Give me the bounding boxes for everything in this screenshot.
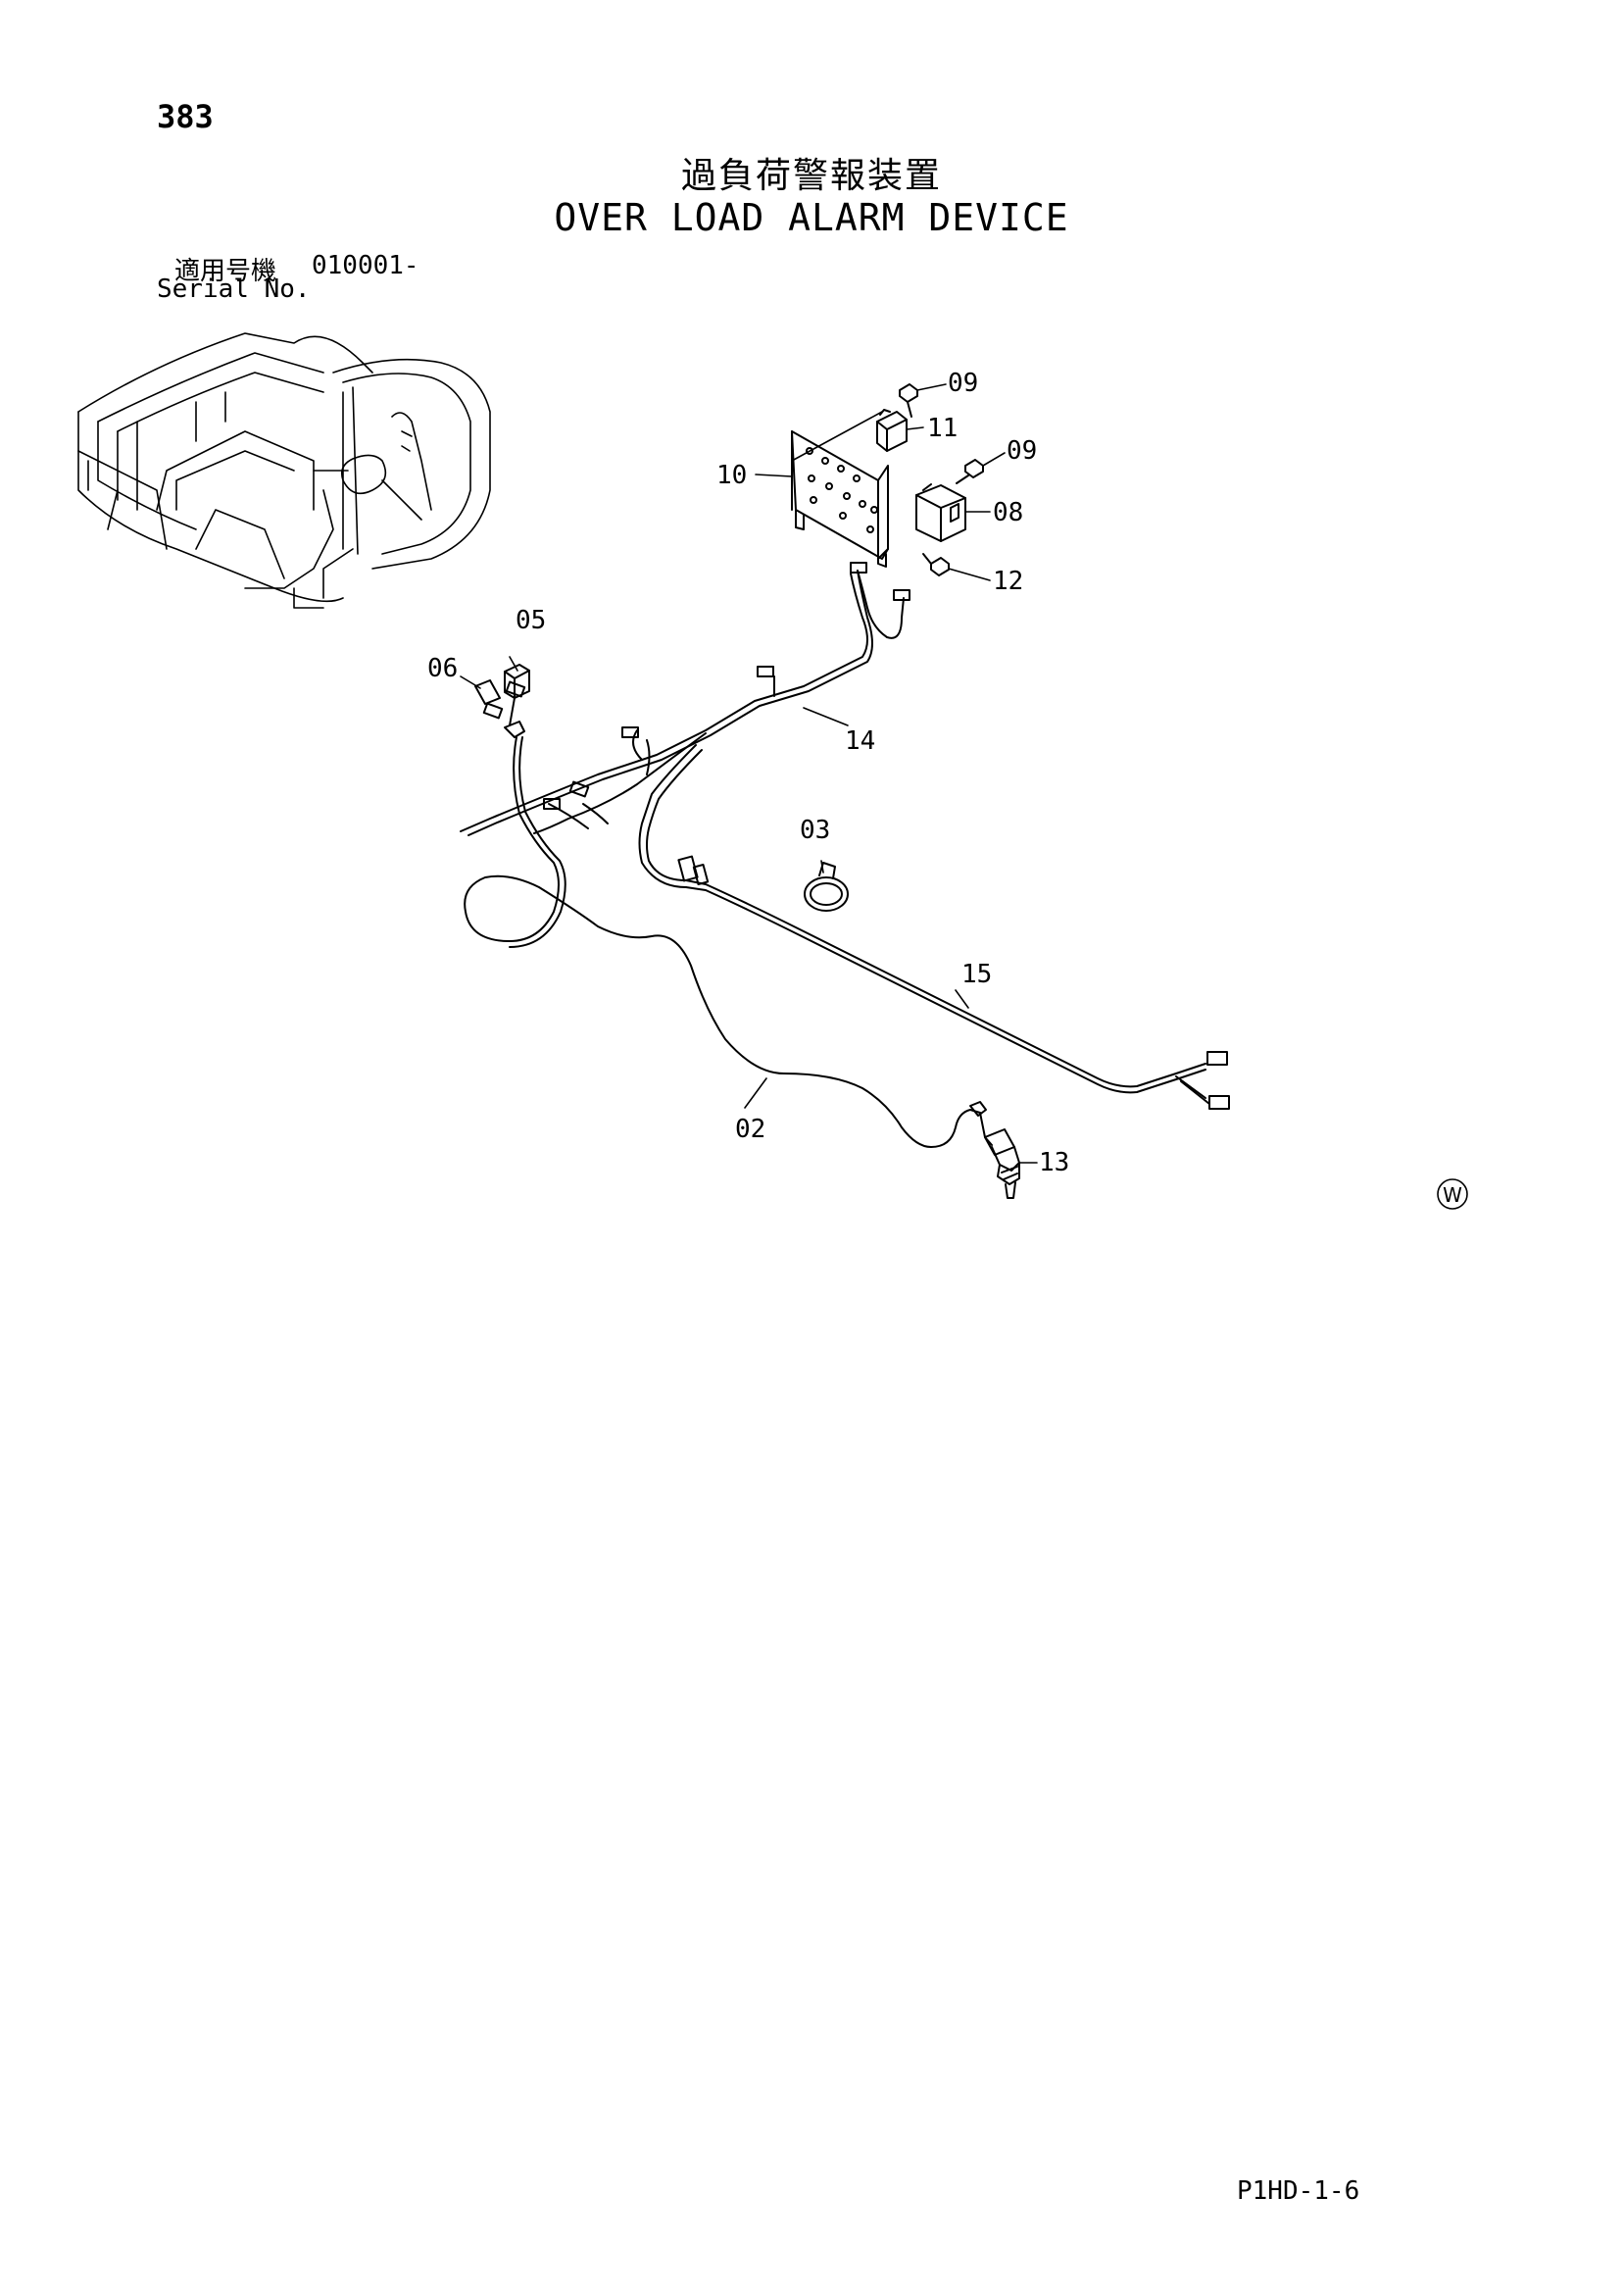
callout-labels: 09 11 09 10 08 12 05 06 14 03 15 02 13 [427,369,1069,1177]
serial-number-value: 010001- [312,251,419,280]
callout-leader-lines [460,383,1038,1164]
alarm-unit-part-08 [915,483,966,542]
w-mark-letter: W [1443,1183,1462,1207]
callout-06: 06 [427,654,458,683]
callout-15: 15 [961,960,992,989]
wire-harness-part-15 [677,855,1230,1110]
machine-overview-illustration [77,332,491,609]
bolt-part-09-top [899,383,918,418]
title-japanese: 過負荷警報装置 [680,156,942,196]
serial-label-japanese: 適用号機 [174,257,277,286]
callout-08: 08 [993,498,1023,527]
relay-part-11 [876,409,908,452]
callout-11: 11 [927,414,958,443]
page-code: P1HD-1-6 [1237,2176,1360,2206]
callout-14: 14 [845,726,875,756]
label-part-06 [474,679,501,705]
wire-harness-part-14 [460,562,910,888]
title-english: OVER LOAD ALARM DEVICE [554,196,1069,239]
callout-02: 02 [735,1115,765,1144]
callout-05: 05 [516,606,546,635]
bolt-part-12 [922,553,950,576]
bracket-part-10 [791,430,889,568]
w-mark-icon: W [1437,1178,1468,1210]
callout-10: 10 [716,461,747,490]
page-number: 383 [157,98,214,135]
callout-09-top: 09 [948,369,978,398]
callout-03: 03 [800,816,830,845]
callout-09-right: 09 [1007,436,1037,466]
pressure-sensor-part-13 [984,1128,1020,1199]
callout-12: 12 [993,567,1023,596]
callout-13: 13 [1039,1148,1069,1177]
serial-label-english: Serial No. [157,275,311,304]
clamp-part-03 [804,862,849,912]
bolt-part-09-right [956,459,984,484]
switch-part-05 [504,664,530,738]
